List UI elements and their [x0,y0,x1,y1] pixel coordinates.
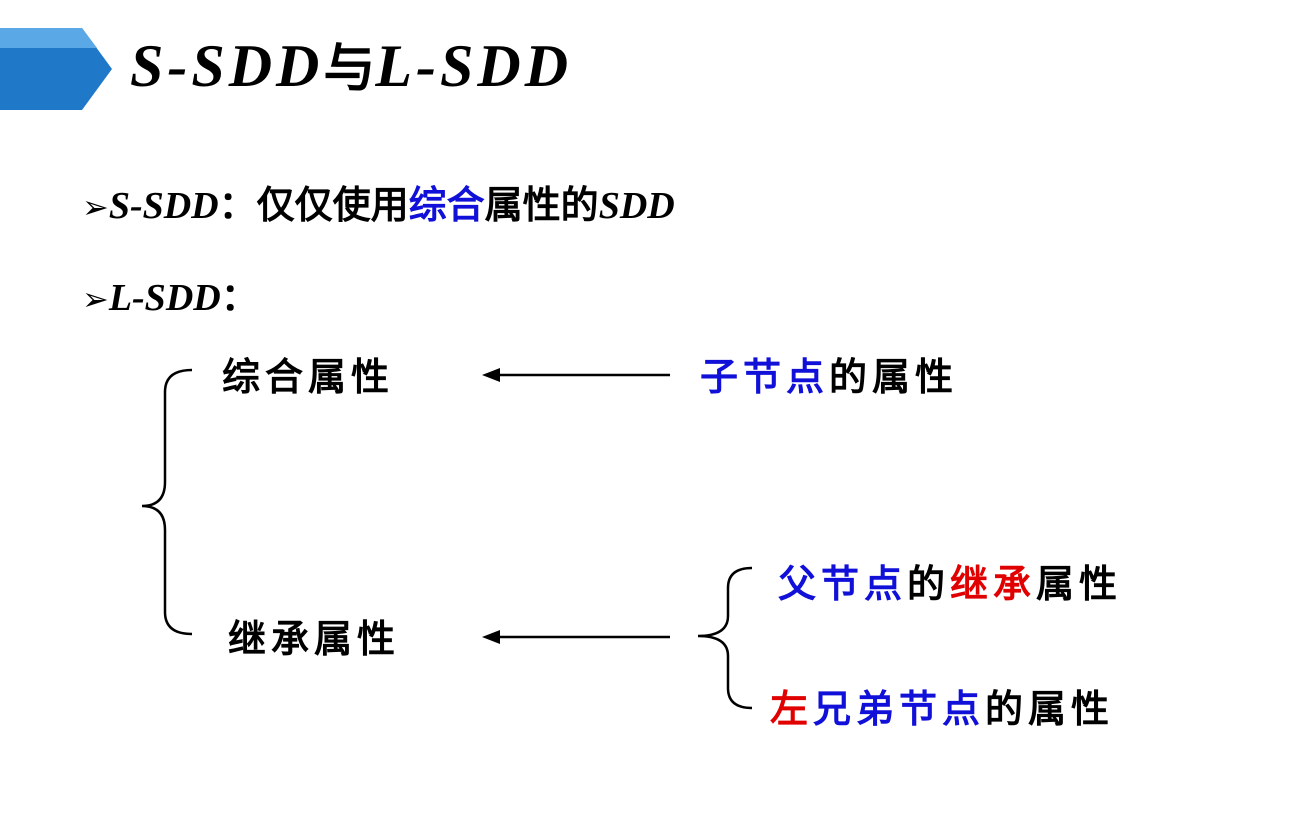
sibling-node-text: 兄弟节点 [813,686,986,731]
page-title: S-SDD与L-SDD [130,36,572,96]
inherited-source-parent: 父节点的继承属性 [778,565,1122,603]
inherited-keyword: 继承 [950,561,1037,606]
bullet-l-sdd: ➢L-SDD： [82,277,259,319]
inherited-source-sibling: 左兄弟节点的属性 [770,690,1114,728]
right-brace [697,566,753,710]
inherited-source-mid: 的 [907,561,951,606]
sibling-source-rest: 的属性 [985,686,1115,731]
left-keyword: 左 [770,686,814,731]
title-conjunction: 与 [323,39,376,99]
synthesized-source: 子节点的属性 [700,358,958,396]
bullet-term: L-SDD [108,277,221,319]
left-brace [141,368,193,636]
arrow-bullet-icon: ➢ [82,188,109,226]
bullet-s-sdd: ➢S-SDD：仅仅使用综合属性的SDD [82,185,675,227]
synthesized-source-rest: 的属性 [829,354,959,399]
arrow-bullet-icon: ➢ [82,280,109,318]
bullet-text-post: 属性的 [484,182,599,227]
parent-node-text: 父节点 [778,561,908,606]
bullet-colon: ： [218,182,257,227]
bullet-term: S-SDD [108,185,219,227]
synthesized-attribute-label: 综合属性 [222,354,395,399]
bullet-colon: ： [220,274,259,319]
child-node-text: 子节点 [700,354,830,399]
inherited-attribute-label: 继承属性 [228,616,401,661]
header-banner [0,28,112,110]
inherited-source-rest: 属性 [1036,561,1123,606]
title-l-sdd: L-SDD [375,33,573,99]
bullet-tail: SDD [598,185,675,227]
bullet-text-pre: 仅仅使用 [256,182,409,227]
bullet-highlight: 综合 [408,182,485,227]
title-s-sdd: S-SDD [130,33,324,99]
